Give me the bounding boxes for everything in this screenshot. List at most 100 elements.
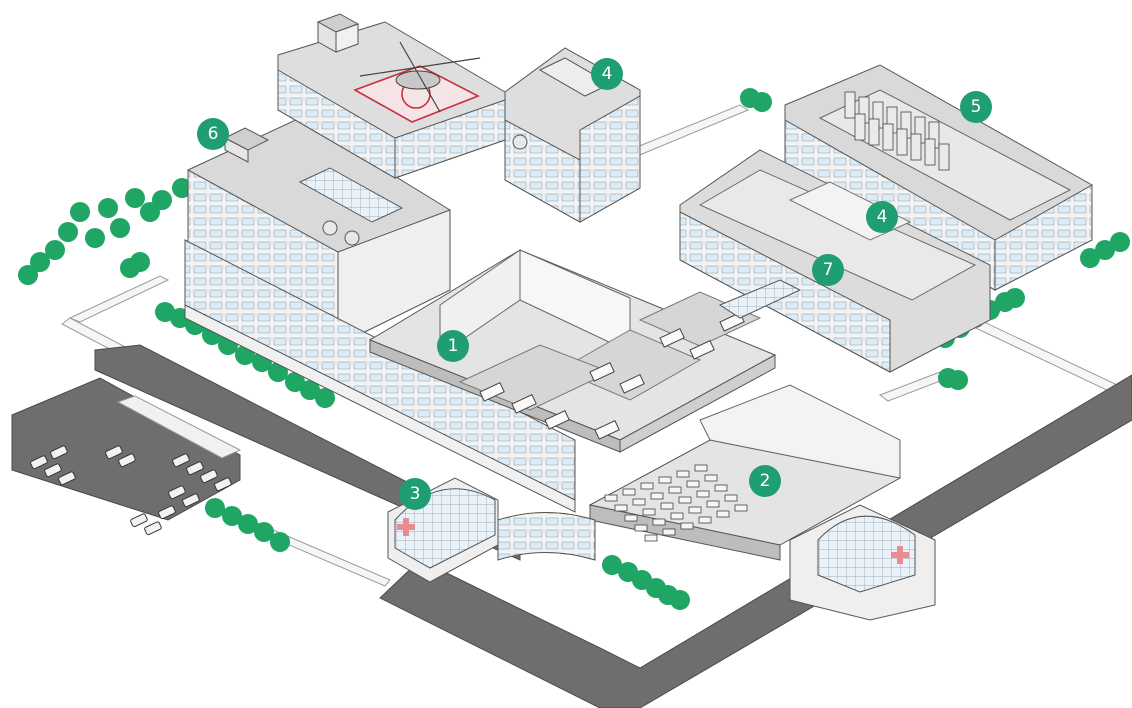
chair-icon xyxy=(706,500,720,508)
red-cross-icon xyxy=(397,518,415,536)
marker-4-top[interactable]: 4 xyxy=(591,58,623,90)
tree-icon xyxy=(1095,240,1115,260)
chair-icon xyxy=(624,514,638,522)
car-icon xyxy=(105,445,123,460)
car-icon xyxy=(130,513,148,528)
car-icon xyxy=(214,477,232,492)
tree-icon xyxy=(222,506,242,526)
chair-icon xyxy=(696,490,710,498)
front-entrance-right xyxy=(789,504,936,621)
chair-icon xyxy=(650,492,664,500)
tree-icon xyxy=(85,228,105,248)
marker-4-right[interactable]: 4 xyxy=(866,201,898,233)
chair-icon xyxy=(676,470,690,478)
tree-icon xyxy=(30,252,50,272)
chair-icon xyxy=(604,494,618,502)
server-rack xyxy=(882,123,894,151)
waiting-seats xyxy=(604,464,748,542)
server-rack xyxy=(896,128,908,156)
chair-icon xyxy=(642,508,656,516)
svg-text:2: 2 xyxy=(760,471,771,491)
server-rack xyxy=(924,138,936,166)
chair-icon xyxy=(660,502,674,510)
car-icon xyxy=(44,463,62,478)
chair-icon xyxy=(658,476,672,484)
server-rack xyxy=(844,91,856,119)
tree-icon xyxy=(238,514,258,534)
bed-icon xyxy=(689,340,715,360)
tree-icon xyxy=(1005,288,1025,308)
parking-lot xyxy=(11,377,242,521)
marker-5[interactable]: 5 xyxy=(960,91,992,123)
tree-icon xyxy=(18,265,38,285)
tree-icon xyxy=(254,522,274,542)
tree-icon xyxy=(752,92,772,112)
marker-1[interactable]: 1 xyxy=(437,330,469,362)
car-icon xyxy=(168,485,186,500)
glass-corridor xyxy=(718,279,802,319)
tree-icon xyxy=(58,222,78,242)
lab-tower xyxy=(504,47,641,223)
svg-text:3: 3 xyxy=(410,484,421,504)
chair-icon xyxy=(686,480,700,488)
tree-icon xyxy=(45,240,65,260)
chair-icon xyxy=(634,524,648,532)
marker-3[interactable]: 3 xyxy=(399,478,431,510)
svg-text:6: 6 xyxy=(208,124,219,144)
chair-icon xyxy=(640,482,654,490)
server-rack xyxy=(854,113,866,141)
chair-icon xyxy=(716,510,730,518)
car-icon xyxy=(30,455,48,470)
bed-icon xyxy=(619,374,645,394)
chair-icon xyxy=(670,512,684,520)
svg-text:4: 4 xyxy=(602,64,613,84)
tree-icon xyxy=(315,388,335,408)
car-icon xyxy=(118,453,136,468)
chair-icon xyxy=(698,516,712,524)
tree-icon xyxy=(1080,248,1100,268)
chair-icon xyxy=(680,522,694,530)
chair-icon xyxy=(724,494,738,502)
tree-icon xyxy=(172,178,192,198)
bed-icon xyxy=(479,382,505,402)
car-icon xyxy=(200,469,218,484)
chair-icon xyxy=(622,488,636,496)
lobby-cutaway xyxy=(588,384,902,561)
tree-icon xyxy=(1110,232,1130,252)
tree-icon xyxy=(152,190,172,210)
chair-icon xyxy=(652,518,666,526)
helicopter-icon xyxy=(359,41,481,113)
bed-icon xyxy=(659,328,685,348)
helipad-tower xyxy=(277,13,506,179)
tree-icon xyxy=(98,198,118,218)
tree-icon xyxy=(70,202,90,222)
car-icon xyxy=(172,453,190,468)
tree-icon xyxy=(270,532,290,552)
tree-icon xyxy=(285,372,305,392)
bed-icon xyxy=(594,420,620,440)
bed-icon xyxy=(544,410,570,430)
svg-text:1: 1 xyxy=(448,336,459,356)
marker-7[interactable]: 7 xyxy=(812,254,844,286)
chair-icon xyxy=(688,506,702,514)
car-icon xyxy=(182,493,200,508)
chair-icon xyxy=(678,496,692,504)
car-icon xyxy=(158,505,176,520)
chair-icon xyxy=(714,484,728,492)
car-icon xyxy=(50,445,68,460)
svg-text:5: 5 xyxy=(971,97,982,117)
svg-text:4: 4 xyxy=(877,207,888,227)
bed-icon xyxy=(589,362,615,382)
car-icon xyxy=(144,521,162,536)
red-cross-icon xyxy=(891,546,909,564)
server-racks xyxy=(844,91,950,171)
chair-icon xyxy=(734,504,748,512)
marker-2[interactable]: 2 xyxy=(749,465,781,497)
marker-6[interactable]: 6 xyxy=(197,118,229,150)
server-rack xyxy=(938,143,950,171)
tree-icon xyxy=(110,218,130,238)
car-icon xyxy=(186,461,204,476)
tree-icon xyxy=(125,188,145,208)
